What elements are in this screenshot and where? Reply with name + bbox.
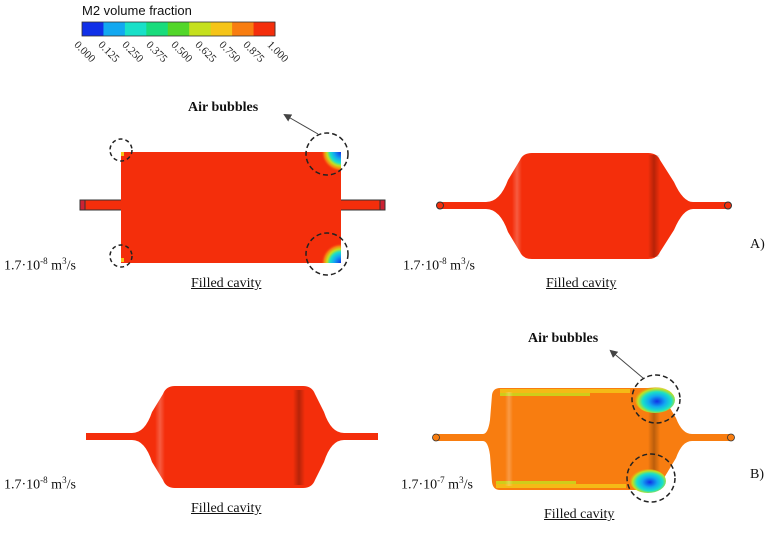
legend-swatch [146,22,169,36]
legend-swatch [124,22,147,36]
legend-swatch [103,22,126,36]
panel-caption: Filled cavity [544,507,615,522]
legend-swatch [210,22,233,36]
legend-colorbar [81,21,276,37]
panel-caption: Filled cavity [546,276,617,291]
annotation-arrow [283,114,319,135]
legend-swatch [82,22,104,36]
legend-title: M2 volume fraction [82,3,192,18]
highlight-circle [631,374,681,424]
cavity-bottom-right [432,349,735,503]
highlight-circle [305,232,349,276]
air-bubble-top-right [321,152,341,172]
panel-caption: Filled cavity [191,276,262,291]
flow-rate-label: 1.7·10-8 m3/s [4,256,76,274]
air-bubble-bottom-right [630,469,666,493]
highlight-circle [626,453,676,503]
air-bubbles-label: Air bubbles [188,100,259,115]
legend-swatch [253,22,276,36]
legend-swatch [189,22,212,36]
cavity-top-left [79,114,386,276]
highlight-circle [305,132,349,176]
row-label-a: A) [750,237,765,252]
highlight-circle [109,138,133,162]
cavity-top-right [436,153,732,259]
air-bubble-bottom-right [321,243,341,263]
annotation-arrow [609,349,644,379]
cavity-bottom-left [86,386,378,488]
legend-frame [81,21,276,37]
legend-swatch [232,22,255,36]
row-label-b: B) [750,467,764,482]
legend-swatch [167,22,190,36]
flow-rate-label: 1.7·10-8 m3/s [403,256,475,274]
flow-rate-label: 1.7·10-7 m3/s [401,475,473,493]
air-bubble-top-right [635,387,675,413]
air-bubbles-label: Air bubbles [528,331,599,346]
panel-caption: Filled cavity [191,501,262,516]
flow-rate-label: 1.7·10-8 m3/s [4,475,76,493]
highlight-circle [109,244,133,268]
